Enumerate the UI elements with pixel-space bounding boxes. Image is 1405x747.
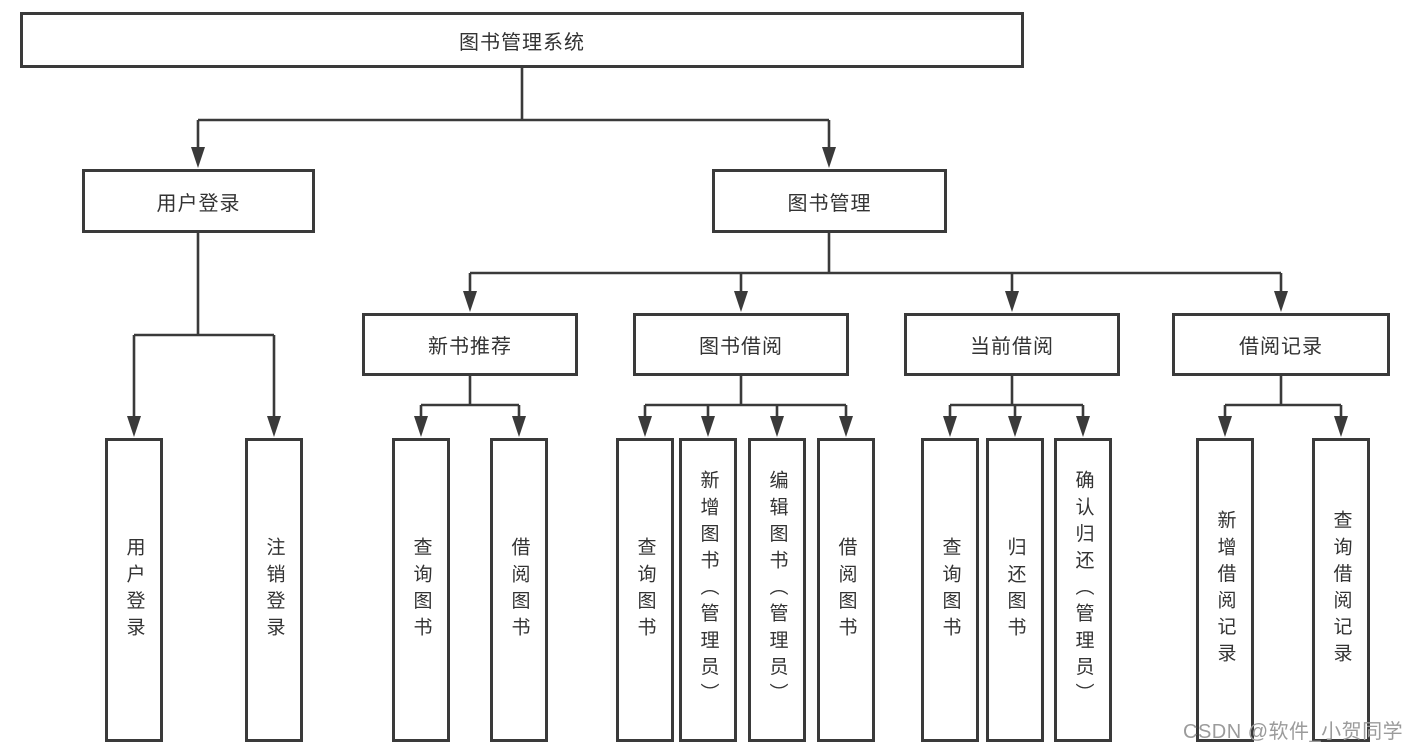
node-current-borrow-label: 当前借阅 <box>970 336 1054 358</box>
node-book-borrow: 图书借阅 <box>633 313 849 376</box>
node-current-borrow: 当前借阅 <box>904 313 1120 376</box>
node-user-login: 用户登录 <box>82 169 315 233</box>
arrow-down-icon <box>191 147 205 168</box>
node-new-book-recommend-label: 新书推荐 <box>428 336 512 358</box>
arrow-down-icon <box>701 416 715 437</box>
node-root: 图书管理系统 <box>20 12 1024 68</box>
node-bb-query-books: 查询图书 <box>616 438 674 742</box>
node-nb-query-books-label: 查询图书 <box>410 536 432 644</box>
node-br-add-record-label: 新增借阅记录 <box>1214 510 1236 670</box>
node-cb-confirm-return: 确认归还（管理员） <box>1054 438 1112 742</box>
arrow-down-icon <box>638 416 652 437</box>
node-br-add-record: 新增借阅记录 <box>1196 438 1254 742</box>
node-bb-edit-books: 编辑图书（管理员） <box>748 438 806 742</box>
node-leaf-logout: 注销登录 <box>245 438 303 742</box>
node-new-book-recommend: 新书推荐 <box>362 313 578 376</box>
node-book-borrow-label: 图书借阅 <box>699 336 783 358</box>
node-br-query-record: 查询借阅记录 <box>1312 438 1370 742</box>
arrow-down-icon <box>1334 416 1348 437</box>
node-borrow-records: 借阅记录 <box>1172 313 1390 376</box>
node-cb-confirm-return-label: 确认归还（管理员） <box>1072 470 1094 710</box>
node-cb-query-books-label: 查询图书 <box>939 536 961 644</box>
node-book-management-label: 图书管理 <box>787 192 872 215</box>
arrow-down-icon <box>512 416 526 437</box>
arrow-down-icon <box>1274 291 1288 312</box>
connector <box>132 233 276 419</box>
node-book-management: 图书管理 <box>712 169 947 233</box>
arrow-down-icon <box>1005 291 1019 312</box>
node-nb-query-books: 查询图书 <box>392 438 450 742</box>
node-cb-query-books: 查询图书 <box>921 438 979 742</box>
node-nb-borrow-books-label: 借阅图书 <box>508 536 530 644</box>
node-bb-borrow-books-label: 借阅图书 <box>835 536 857 644</box>
arrow-down-icon <box>267 416 281 437</box>
node-bb-add-books: 新增图书（管理员） <box>679 438 737 742</box>
connector <box>468 233 1283 294</box>
connector <box>948 376 1085 419</box>
node-leaf-user-login: 用户登录 <box>105 438 163 742</box>
node-bb-add-books-label: 新增图书（管理员） <box>697 470 719 710</box>
arrow-down-icon <box>943 416 957 437</box>
arrow-down-icon <box>1218 416 1232 437</box>
node-borrow-records-label: 借阅记录 <box>1239 336 1323 358</box>
watermark-text: CSDN @软件_小贺同学 <box>1183 721 1404 743</box>
node-bb-edit-books-label: 编辑图书（管理员） <box>766 470 788 710</box>
arrow-down-icon <box>822 147 836 168</box>
arrow-down-icon <box>463 291 477 312</box>
node-leaf-user-login-label: 用户登录 <box>123 536 145 644</box>
arrow-down-icon <box>1076 416 1090 437</box>
node-leaf-logout-label: 注销登录 <box>263 536 285 644</box>
connector <box>196 68 831 150</box>
node-user-login-label: 用户登录 <box>156 192 241 215</box>
node-cb-return-books: 归还图书 <box>986 438 1044 742</box>
connector <box>1223 376 1343 419</box>
node-cb-return-books-label: 归还图书 <box>1004 536 1026 644</box>
node-bb-borrow-books: 借阅图书 <box>817 438 875 742</box>
arrow-down-icon <box>127 416 141 437</box>
arrow-down-icon <box>770 416 784 437</box>
connector <box>419 376 521 419</box>
arrow-down-icon <box>839 416 853 437</box>
connector <box>643 376 848 419</box>
node-root-label: 图书管理系统 <box>459 31 585 54</box>
node-bb-query-books-label: 查询图书 <box>634 536 656 644</box>
arrow-down-icon <box>414 416 428 437</box>
arrow-down-icon <box>734 291 748 312</box>
arrow-down-icon <box>1008 416 1022 437</box>
node-nb-borrow-books: 借阅图书 <box>490 438 548 742</box>
node-br-query-record-label: 查询借阅记录 <box>1330 510 1352 670</box>
